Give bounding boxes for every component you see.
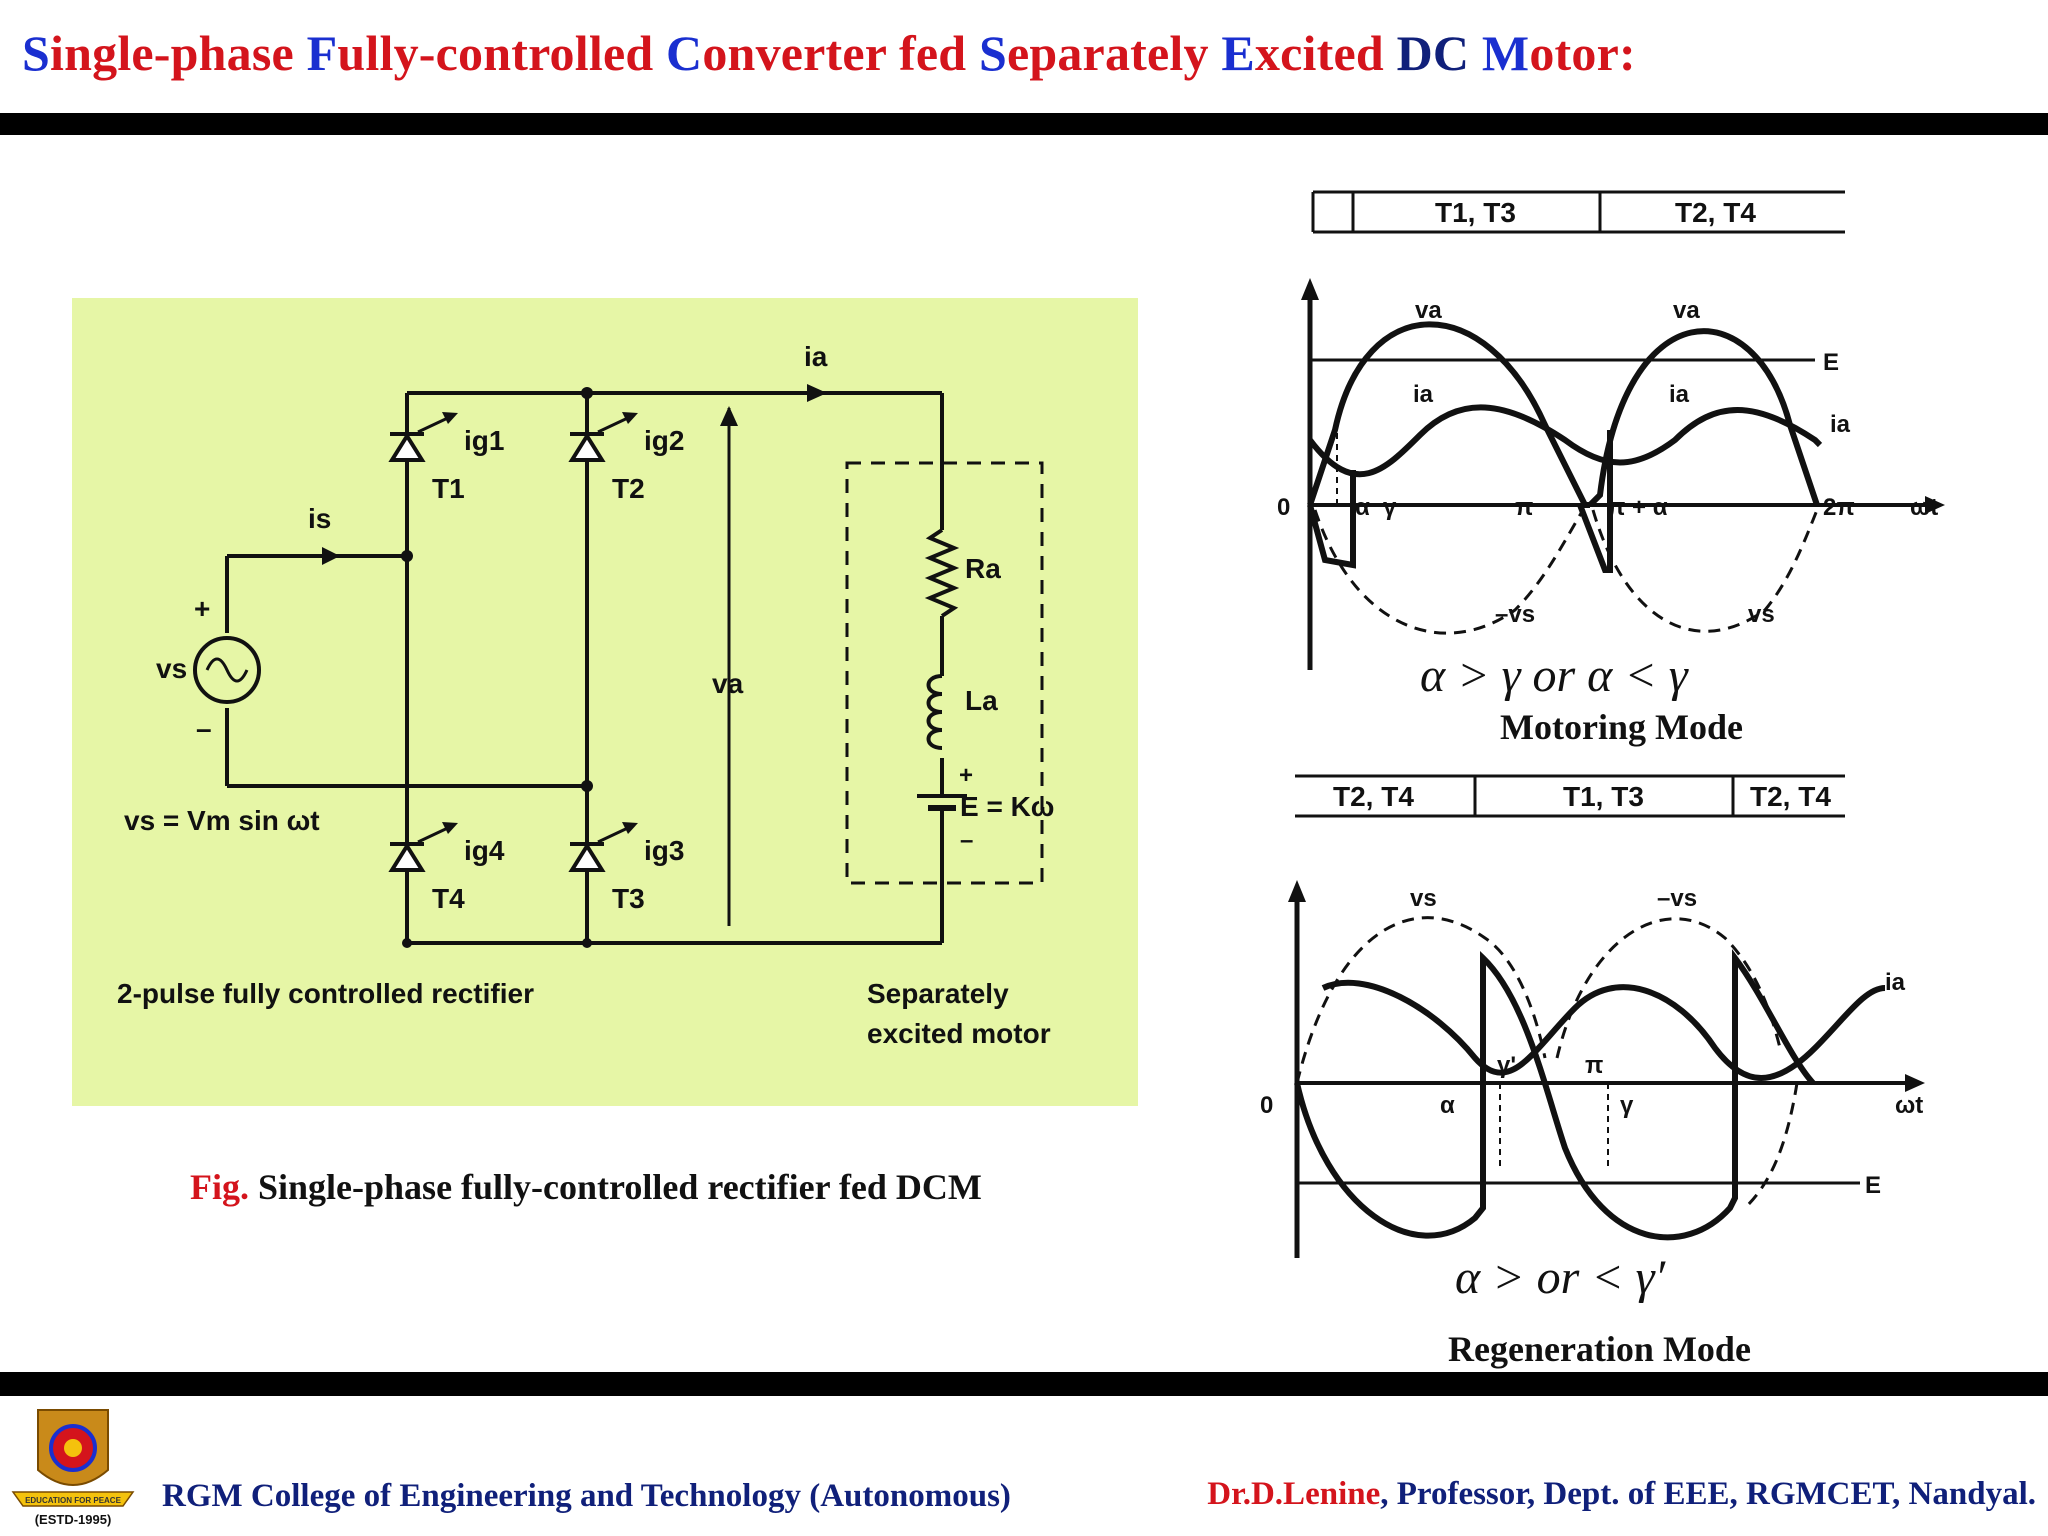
motoring-label-va-2: va: [1673, 297, 1700, 324]
regen-label-vs: vs: [1410, 885, 1437, 912]
label-minus-source: –: [196, 713, 212, 744]
motoring-condition: α > γ or α < γ: [1420, 649, 1688, 702]
title-segment: otor:: [1529, 25, 1636, 81]
regeneration-mode-label: Regeneration Mode: [1448, 1329, 1751, 1369]
regen-conduction-3: T2, T4: [1750, 781, 1831, 812]
circuit-diagram: ia is vs + – T1 T2 T3 T4 ig1 ig2 ig3 ig4…: [117, 341, 1054, 1049]
label-plus-battery: +: [959, 762, 973, 789]
label-T1: T1: [432, 473, 465, 504]
regen-label-zero: 0: [1260, 1092, 1273, 1119]
title-segment: F: [306, 25, 338, 81]
slide-title: Single-phase Fully-controlled Converter …: [22, 24, 1636, 82]
motoring-label-E: E: [1823, 349, 1839, 376]
regen-label-alpha: α: [1440, 1092, 1455, 1119]
label-ig1: ig1: [464, 425, 504, 456]
motoring-label-2pi: 2π: [1823, 494, 1855, 521]
caption-fig-prefix: Fig.: [190, 1167, 249, 1207]
regen-label-neg-vs: –vs: [1657, 885, 1697, 912]
regen-label-gamma: γ: [1620, 1092, 1634, 1119]
regen-conduction-2: T1, T3: [1563, 781, 1644, 812]
regen-label-pi: π: [1585, 1052, 1603, 1079]
motoring-label-va-1: va: [1415, 297, 1442, 324]
footer-author-name: Dr.D.Lenine: [1207, 1476, 1381, 1512]
caption-text: Single-phase fully-controlled rectifier …: [249, 1167, 982, 1207]
label-va: va: [712, 668, 744, 699]
motoring-conduction-1: T1, T3: [1435, 197, 1516, 228]
label-is: is: [308, 503, 331, 534]
label-source-equation: vs = Vm sin ωt: [124, 805, 320, 836]
footer-author: Dr.D.Lenine, Professor, Dept. of EEE, RG…: [1207, 1476, 2036, 1513]
motoring-conduction-2: T2, T4: [1675, 197, 1756, 228]
motoring-label-gamma: γ: [1383, 494, 1397, 521]
label-La: La: [965, 685, 998, 716]
label-ig4: ig4: [464, 835, 505, 866]
title-segment: ully-controlled: [337, 25, 667, 81]
motoring-waveform: T1, T3 T2, T4 va va ia ia ia E 0 α γ π π…: [1277, 190, 1945, 670]
title-segment: M: [1481, 25, 1530, 81]
title-segment: eparately: [1006, 25, 1222, 81]
motoring-label-neg-vs: –vs: [1495, 601, 1535, 628]
label-E-Kw: E = Kω: [960, 791, 1054, 822]
footer-author-rest: , Professor, Dept. of EEE, RGMCET, Nandy…: [1380, 1476, 2036, 1512]
title-segment: xcited: [1254, 25, 1397, 81]
label-ig2: ig2: [644, 425, 684, 456]
title-segment: S: [978, 25, 1007, 81]
regen-conduction-1: T2, T4: [1333, 781, 1414, 812]
label-motor-line2: excited motor: [867, 1018, 1051, 1049]
bottom-divider-bar: [0, 1372, 2048, 1396]
motoring-label-ia-2: ia: [1669, 381, 1690, 408]
label-minus-battery: –: [960, 827, 973, 854]
motoring-label-wt: ωt: [1910, 494, 1938, 521]
circuit-panel: ia is vs + – T1 T2 T3 T4 ig1 ig2 ig3 ig4…: [72, 298, 1138, 1106]
figure-caption: Fig. Single-phase fully-controlled recti…: [190, 1166, 982, 1208]
label-plus-source: +: [194, 593, 210, 624]
label-vs: vs: [156, 653, 187, 684]
regen-label-wt: ωt: [1895, 1092, 1923, 1119]
motoring-label-ia-1: ia: [1413, 381, 1434, 408]
college-logo: EDUCATION FOR PEACE (ESTD-1995): [11, 1409, 135, 1527]
label-T2: T2: [612, 473, 645, 504]
thyristor-symbols: [388, 432, 606, 872]
regeneration-condition: α > or < γ′: [1455, 1251, 1666, 1304]
label-ig3: ig3: [644, 835, 684, 866]
title-segment: ingle-phase: [50, 25, 307, 81]
motoring-label-pi-alpha: π + α: [1607, 494, 1668, 521]
label-ia: ia: [804, 341, 828, 372]
regeneration-waveform: T2, T4 T1, T3 T2, T4 vs –vs ia 0 α γ' π …: [1260, 774, 1925, 1258]
logo-banner-text: EDUCATION FOR PEACE: [25, 1496, 122, 1505]
motoring-label-pi: π: [1515, 494, 1533, 521]
title-segment: S: [22, 25, 51, 81]
regen-label-gamma-prime: γ': [1497, 1052, 1516, 1079]
label-Ra: Ra: [965, 553, 1001, 584]
title-segment: DC: [1396, 25, 1482, 81]
title-segment: onverter fed: [702, 25, 979, 81]
regen-label-E: E: [1865, 1172, 1881, 1199]
label-motor-line1: Separately: [867, 978, 1009, 1009]
label-T3: T3: [612, 883, 645, 914]
motoring-label-ia-3: ia: [1830, 411, 1851, 438]
footer-college: RGM College of Engineering and Technolog…: [162, 1478, 1011, 1514]
title-segment: C: [666, 25, 703, 81]
top-divider-bar: [0, 113, 2048, 135]
title-segment: E: [1221, 25, 1255, 81]
label-rectifier: 2-pulse fully controlled rectifier: [117, 978, 534, 1009]
label-T4: T4: [432, 883, 465, 914]
motoring-label-vs: vs: [1748, 601, 1775, 628]
logo-estd-text: (ESTD-1995): [35, 1512, 112, 1527]
motoring-mode-label: Motoring Mode: [1500, 707, 1743, 747]
motoring-label-alpha: α: [1355, 494, 1370, 521]
motoring-label-zero: 0: [1277, 494, 1290, 521]
regen-label-ia: ia: [1885, 969, 1906, 996]
